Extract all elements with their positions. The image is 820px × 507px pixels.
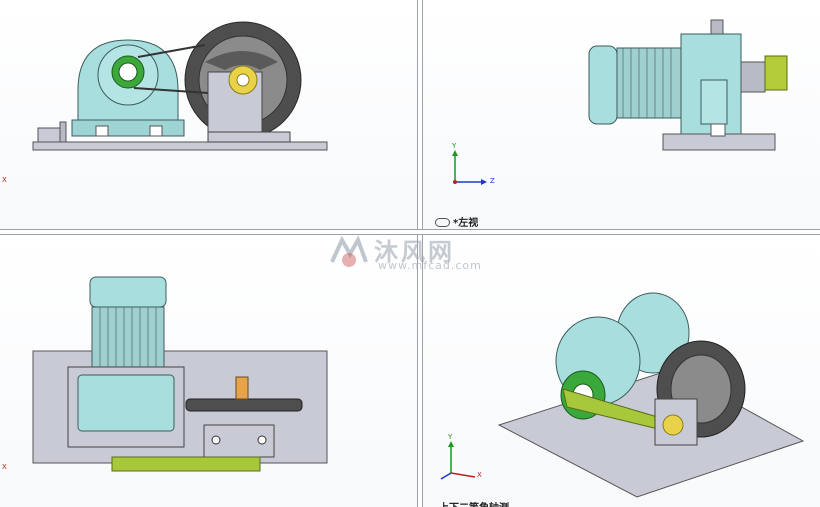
- watermark-url: www.mfcad.com: [378, 259, 482, 272]
- base-iso: [497, 368, 805, 498]
- front-view-drawing: [32, 21, 328, 151]
- axis-triad-iso: Y X: [437, 433, 487, 483]
- belt-top: [137, 44, 206, 58]
- flywheel-spoke: [205, 51, 278, 70]
- view-label-text: *左视: [453, 218, 479, 229]
- coupling: [740, 61, 766, 93]
- viewport-top[interactable]: X: [0, 235, 417, 507]
- viewport-isometric[interactable]: Y X 上下二等角轴测: [423, 235, 820, 507]
- top-view-drawing: [32, 276, 328, 472]
- watermark: 沐风网 www.mfcad.com: [328, 232, 498, 276]
- bearing-bore: [236, 73, 250, 87]
- axis-label-y: Y: [452, 142, 457, 150]
- motor-pulley-bore: [118, 62, 138, 82]
- motor-foot-slot-right: [149, 125, 163, 137]
- motor-endcap-top: [89, 276, 167, 308]
- base-tab: [59, 121, 67, 143]
- motor-feet: [71, 119, 185, 137]
- axis-triad: Y Z: [447, 142, 497, 190]
- left-view-drawing: [588, 19, 788, 151]
- shaft-top: [710, 19, 724, 35]
- viewport-left[interactable]: Y Z *左视: [423, 0, 820, 229]
- isometric-drawing: [497, 292, 805, 498]
- base-plate: [32, 141, 328, 151]
- bearing-top: [235, 376, 249, 400]
- pulley-side: [764, 55, 788, 91]
- bearing-base: [207, 131, 291, 143]
- axis-label-y-iso: Y: [448, 433, 453, 441]
- viewport-front[interactable]: X: [0, 0, 417, 229]
- flywheel-top: [185, 398, 303, 412]
- watermark-text: 沐风网: [374, 238, 455, 266]
- belt-top-view: [111, 456, 261, 472]
- view-label-left: *左视: [435, 214, 478, 229]
- motor-endcap: [588, 45, 618, 125]
- axis-hint-x: X: [2, 176, 7, 184]
- axis-label-z: Z: [490, 177, 495, 185]
- horizontal-splitter[interactable]: [0, 229, 820, 235]
- base-block-left: [37, 127, 61, 143]
- eye-icon: [435, 217, 450, 227]
- bearing-hub-iso: [662, 414, 684, 436]
- vertical-splitter[interactable]: [417, 0, 423, 507]
- motor-fins: [616, 47, 682, 119]
- axis-hint-x-2: X: [2, 463, 7, 471]
- watermark-logo-icon: [330, 235, 368, 267]
- gearbox-foot: [700, 79, 728, 125]
- motor-fins-top: [91, 306, 165, 370]
- base-bolt: [710, 123, 726, 137]
- gearbox-top: [77, 374, 175, 432]
- view-label-isometric: 上下二等角轴测: [439, 499, 509, 507]
- motor-foot-slot-left: [95, 125, 109, 137]
- axis-label-x-iso: X: [477, 471, 482, 479]
